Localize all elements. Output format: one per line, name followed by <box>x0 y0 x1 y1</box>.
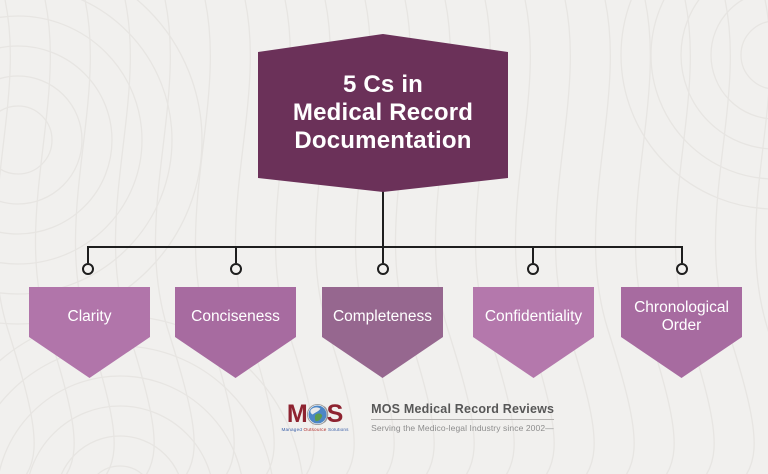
connector-node <box>82 263 94 275</box>
logo-tagline-word: Managed <box>281 428 303 433</box>
brand-title: MOS Medical Record Reviews <box>371 402 555 420</box>
banner-completeness: Completeness <box>322 287 443 378</box>
banner-conciseness: Conciseness <box>175 287 296 378</box>
logo-tagline-word: Outsource <box>303 428 327 433</box>
page-title-line: Documentation <box>294 127 472 154</box>
mos-logo-letters: M S <box>287 401 344 428</box>
header-badge-shape <box>258 34 508 192</box>
banner-chronological-order: Chronological Order <box>621 287 742 378</box>
logo-letter-s: S <box>326 400 344 428</box>
banner-shape <box>175 287 296 378</box>
banner-shape <box>29 287 150 378</box>
brand-subtitle: Serving the Medico-legal Industry since … <box>371 423 554 433</box>
banner-shape <box>473 287 594 378</box>
page-title: 5 Cs in Medical Record Documentation <box>258 34 508 192</box>
brand-text: MOS Medical Record Reviews Serving the M… <box>371 402 555 433</box>
banner-label: Chronological Order <box>634 298 729 334</box>
header-badge: 5 Cs in Medical Record Documentation <box>258 34 508 192</box>
banner-shape <box>322 287 443 378</box>
logo-tagline: Managed Outsource Solutions <box>281 428 348 433</box>
footer-brand: M S Managed Outsource Solutions MOS Medi… <box>272 401 555 434</box>
banner-label: Conciseness <box>191 307 280 325</box>
page-title-line: Medical Record <box>292 99 474 126</box>
mos-logo: M S Managed Outsource Solutions <box>272 401 358 434</box>
connector-rail <box>87 246 683 263</box>
logo-tagline-word: Solutions <box>328 428 349 433</box>
banner-label: Clarity <box>67 307 112 325</box>
connector-node <box>676 263 688 275</box>
banner-label: Completeness <box>332 307 433 325</box>
page-title-line: 5 Cs in <box>342 71 424 98</box>
banner-label: Confidentiality <box>484 307 583 325</box>
connector-node <box>377 263 389 275</box>
connector-node <box>230 263 242 275</box>
globe-icon <box>306 403 328 426</box>
banner-clarity: Clarity <box>29 287 150 378</box>
logo-letter-m: M <box>286 400 308 428</box>
banner-confidentiality: Confidentiality <box>473 287 594 378</box>
banner-shape <box>621 287 742 378</box>
connector-node <box>527 263 539 275</box>
